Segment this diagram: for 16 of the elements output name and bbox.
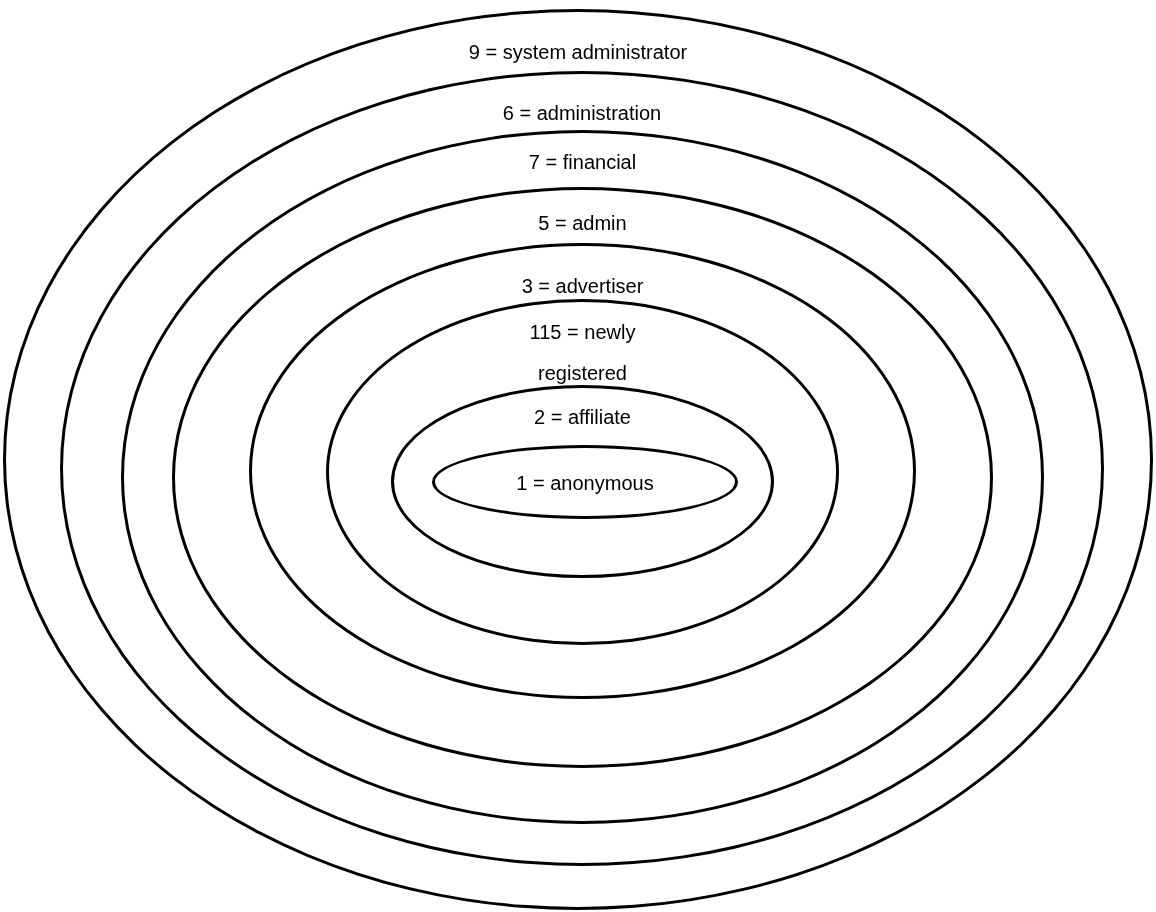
level-label: 2 = affiliate — [533, 405, 632, 430]
ellipse-ring — [3, 9, 1153, 910]
level-label: 6 = administration — [501, 101, 663, 126]
level-label: 5 = admin — [537, 211, 628, 236]
ellipse-ring — [326, 299, 839, 645]
level-label: 9 = system administrator — [467, 40, 689, 65]
ellipse-ring — [432, 445, 738, 519]
ellipse-ring — [172, 187, 993, 768]
ellipse-ring — [121, 130, 1044, 824]
level-label: 3 = advertiser — [520, 274, 645, 299]
level-label: 115 = newly registered — [528, 320, 637, 386]
level-label: 1 = anonymous — [515, 471, 655, 496]
level-label: 7 = financial — [527, 150, 638, 175]
ellipse-ring — [60, 71, 1104, 866]
ellipse-ring — [391, 385, 774, 578]
ellipse-ring — [249, 243, 916, 699]
